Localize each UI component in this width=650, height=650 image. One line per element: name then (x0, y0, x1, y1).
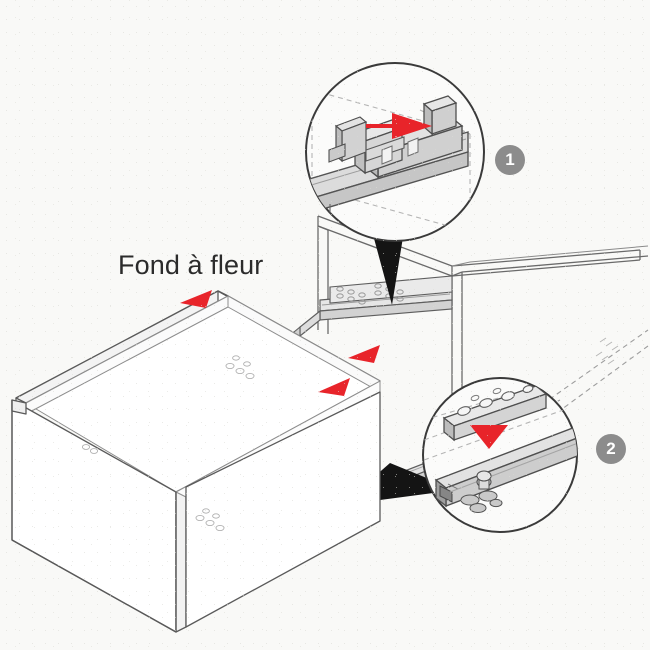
label-fond-a-fleur: Fond à fleur (118, 250, 264, 280)
runner-rail-upper (287, 275, 453, 348)
drawer-box (11, 290, 381, 633)
callout-badge-2: 2 (596, 434, 626, 464)
red-marker-rail (348, 345, 380, 363)
construction-hatch-marks (595, 337, 619, 365)
detail-circle-2 (422, 377, 578, 533)
callout-badge-1: 1 (495, 145, 525, 175)
detail-circle-1 (305, 62, 485, 242)
